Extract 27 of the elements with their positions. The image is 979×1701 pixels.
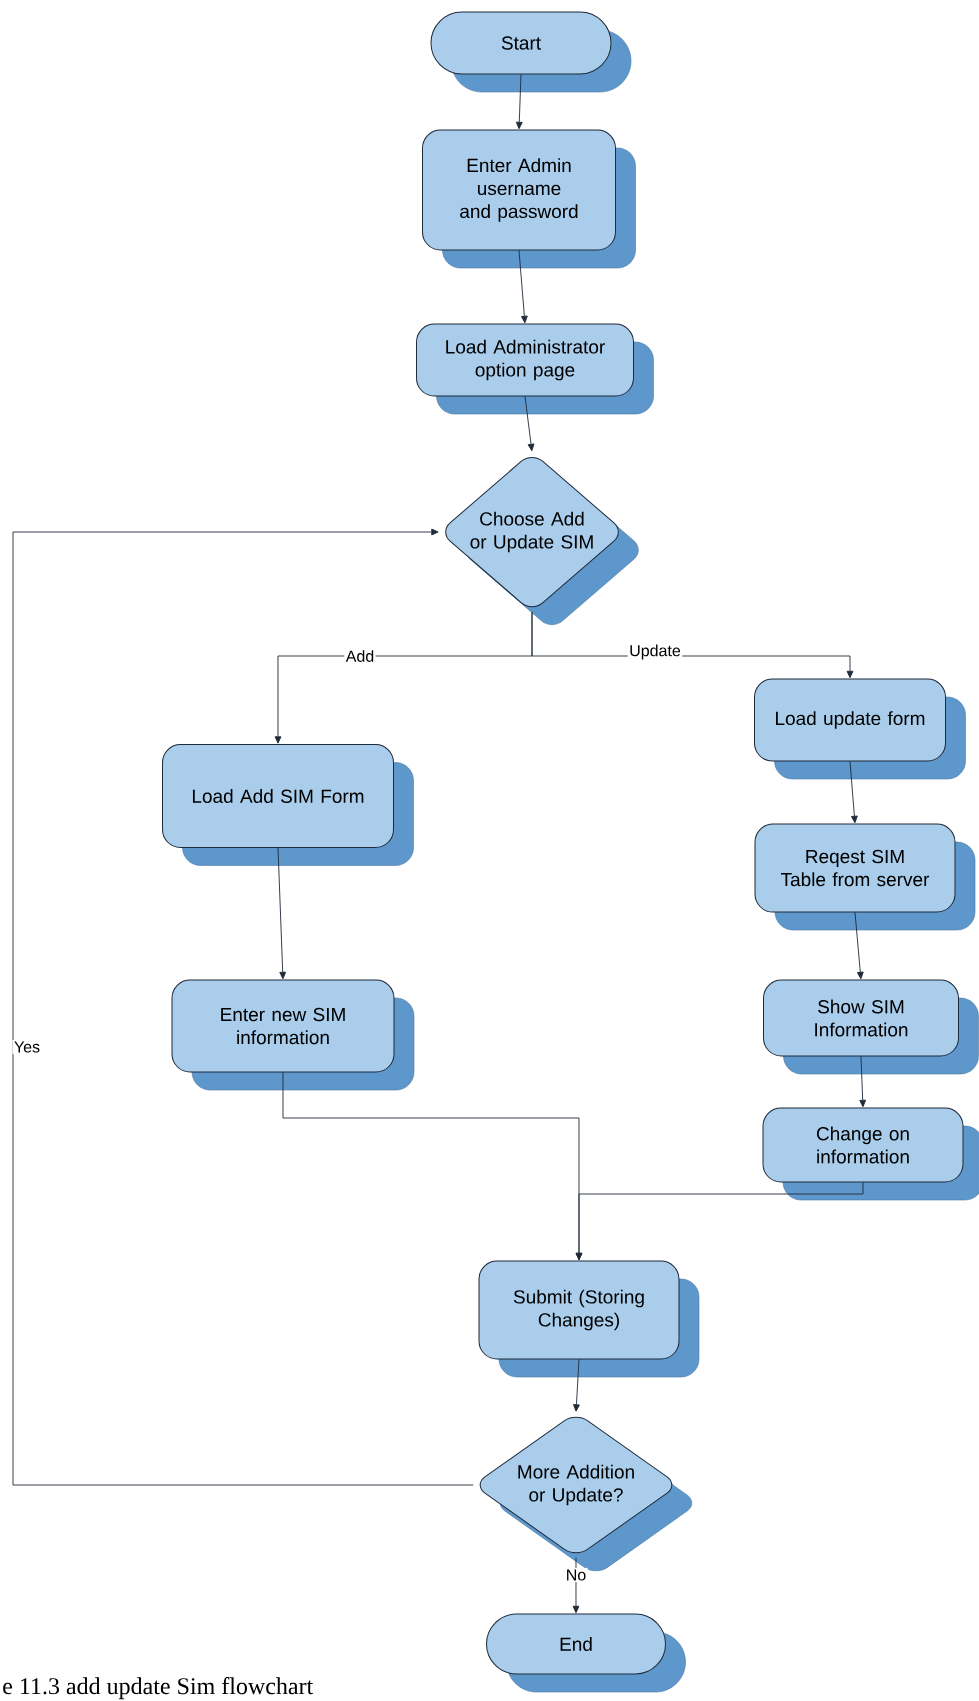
terminal-box: End: [486, 1613, 686, 1693]
process-box: Enter Admin username and password: [422, 129, 636, 269]
edge-label: Add: [344, 648, 376, 664]
arrow: [573, 1358, 580, 1412]
arrow: [12, 528, 474, 1486]
arrow: [515, 73, 523, 130]
process-box: Submit (Storing Changes): [478, 1260, 700, 1378]
terminal-box: Start: [430, 11, 632, 93]
edge-label: No: [564, 1567, 588, 1583]
arrow: [277, 847, 287, 980]
arrow: [859, 1055, 867, 1108]
process-box: Load Administrator option page: [416, 323, 654, 415]
arrow: [518, 249, 528, 324]
arrow: [575, 1181, 864, 1261]
caption: e 11.3 add update Sim flowchart: [3, 1677, 314, 1700]
edge-label: Update: [627, 643, 683, 661]
process-box: Change on information: [762, 1107, 979, 1201]
process-box: Enter new SIM information: [171, 979, 415, 1091]
arrow: [854, 911, 864, 980]
arrow: [524, 395, 535, 452]
arrow: [572, 1557, 580, 1614]
process-box: Load Add SIM Form: [162, 744, 414, 866]
process-box: Show SIM Information: [763, 979, 979, 1075]
process-box: Reqest SIM Table from server: [754, 823, 976, 931]
process-box: Load update form: [754, 678, 966, 780]
arrow: [849, 760, 858, 824]
edge-label: Yes: [12, 1039, 42, 1055]
